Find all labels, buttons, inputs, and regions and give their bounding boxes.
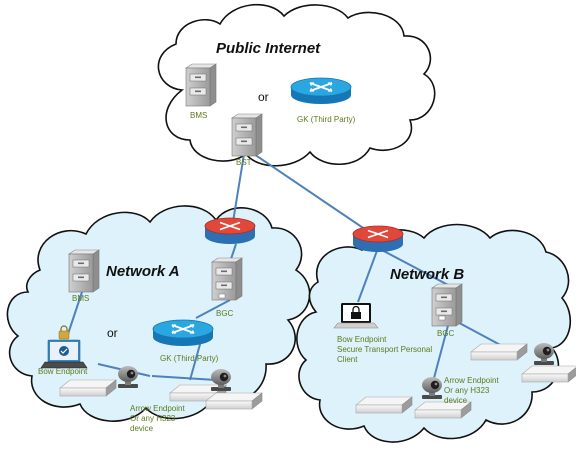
arrow-a-cam-bar-icon — [205, 392, 263, 410]
network-b-cloud — [296, 223, 571, 443]
arrow-a-vbox-icon — [59, 379, 117, 397]
arrow-b-label-line3: device — [444, 396, 468, 405]
bms-public-server-icon — [185, 63, 217, 107]
bgc-b-label: BGC — [437, 329, 455, 338]
bow-endpoint-a-label: Bow Endpoint — [38, 367, 88, 376]
arrow-a-label-line2: Or any H323 — [130, 414, 176, 423]
bow-endpoint-b-label-line2: Secure Transport Personal — [337, 345, 432, 354]
arrow-b-label-line1: Arrow Endpoint — [444, 376, 499, 385]
arrow-b-camera1-icon — [534, 343, 554, 365]
bgc-b-server-icon — [431, 283, 463, 327]
bow-endpoint-a-laptop-icon — [40, 339, 88, 369]
arrow-b-cam-bar1-icon — [521, 365, 576, 383]
arrow-b-camera2-icon — [422, 377, 442, 399]
gk-public-router-icon — [290, 77, 352, 105]
arrow-b-vbox2-icon — [355, 396, 413, 414]
bgc-a-server-icon — [211, 257, 243, 301]
arrow-b-label-line2: Or any H323 — [444, 386, 490, 395]
arrow-b-label: Arrow Endpoint Or any H323 device — [444, 376, 499, 405]
link-bgc-b-cam-b — [433, 317, 451, 379]
bow-endpoint-b-label: Bow Endpoint Secure Transport Personal C… — [337, 335, 432, 364]
bms-a-label: BMS — [72, 294, 89, 303]
router-b-edge-icon — [352, 225, 404, 253]
arrow-a-label-line1: Arrow Endpoint — [130, 404, 185, 413]
or-a-label: or — [107, 326, 118, 340]
public-internet-title: Public Internet — [216, 40, 321, 57]
link-bms-a-laptop — [67, 291, 83, 335]
link-bgc-a-gk-a — [195, 299, 231, 319]
network-a-title: Network A — [106, 263, 180, 280]
link-cam-a1-cam-a2 — [151, 375, 217, 381]
gk-a-label: GK (Third Party) — [160, 354, 219, 363]
bms-public-label: BMS — [190, 111, 207, 120]
network-links — [67, 147, 507, 381]
arrow-a-label: Arrow Endpoint Or any H323 device — [130, 404, 185, 433]
network-a-cloud — [6, 205, 311, 422]
link-bst-router-a — [231, 147, 246, 229]
arrow-a-camera1-icon — [118, 366, 138, 388]
bow-endpoint-b-label-line3: Client — [337, 355, 358, 364]
link-bst-router-b — [244, 147, 379, 239]
arrow-b-vbox1-icon — [470, 343, 528, 361]
link-router-b-laptop — [357, 247, 379, 303]
link-router-b-bgc-b — [377, 247, 451, 287]
arrow-a-camera2-icon — [211, 369, 231, 391]
bms-a-server-icon — [68, 249, 100, 293]
lock-a-icon — [58, 325, 70, 340]
network-b-title: Network B — [390, 266, 464, 283]
bow-endpoint-b-label-line1: Bow Endpoint — [337, 335, 387, 344]
gk-public-label: GK (Third Party) — [297, 115, 356, 124]
gk-a-router-icon — [152, 319, 214, 347]
bgc-a-label: BGC — [216, 309, 234, 318]
router-a-edge-icon — [204, 217, 256, 245]
bst-server-icon — [231, 113, 263, 157]
or-public-label: or — [258, 90, 269, 104]
bst-label: BST — [236, 158, 252, 167]
arrow-a-label-line3: device — [130, 424, 154, 433]
